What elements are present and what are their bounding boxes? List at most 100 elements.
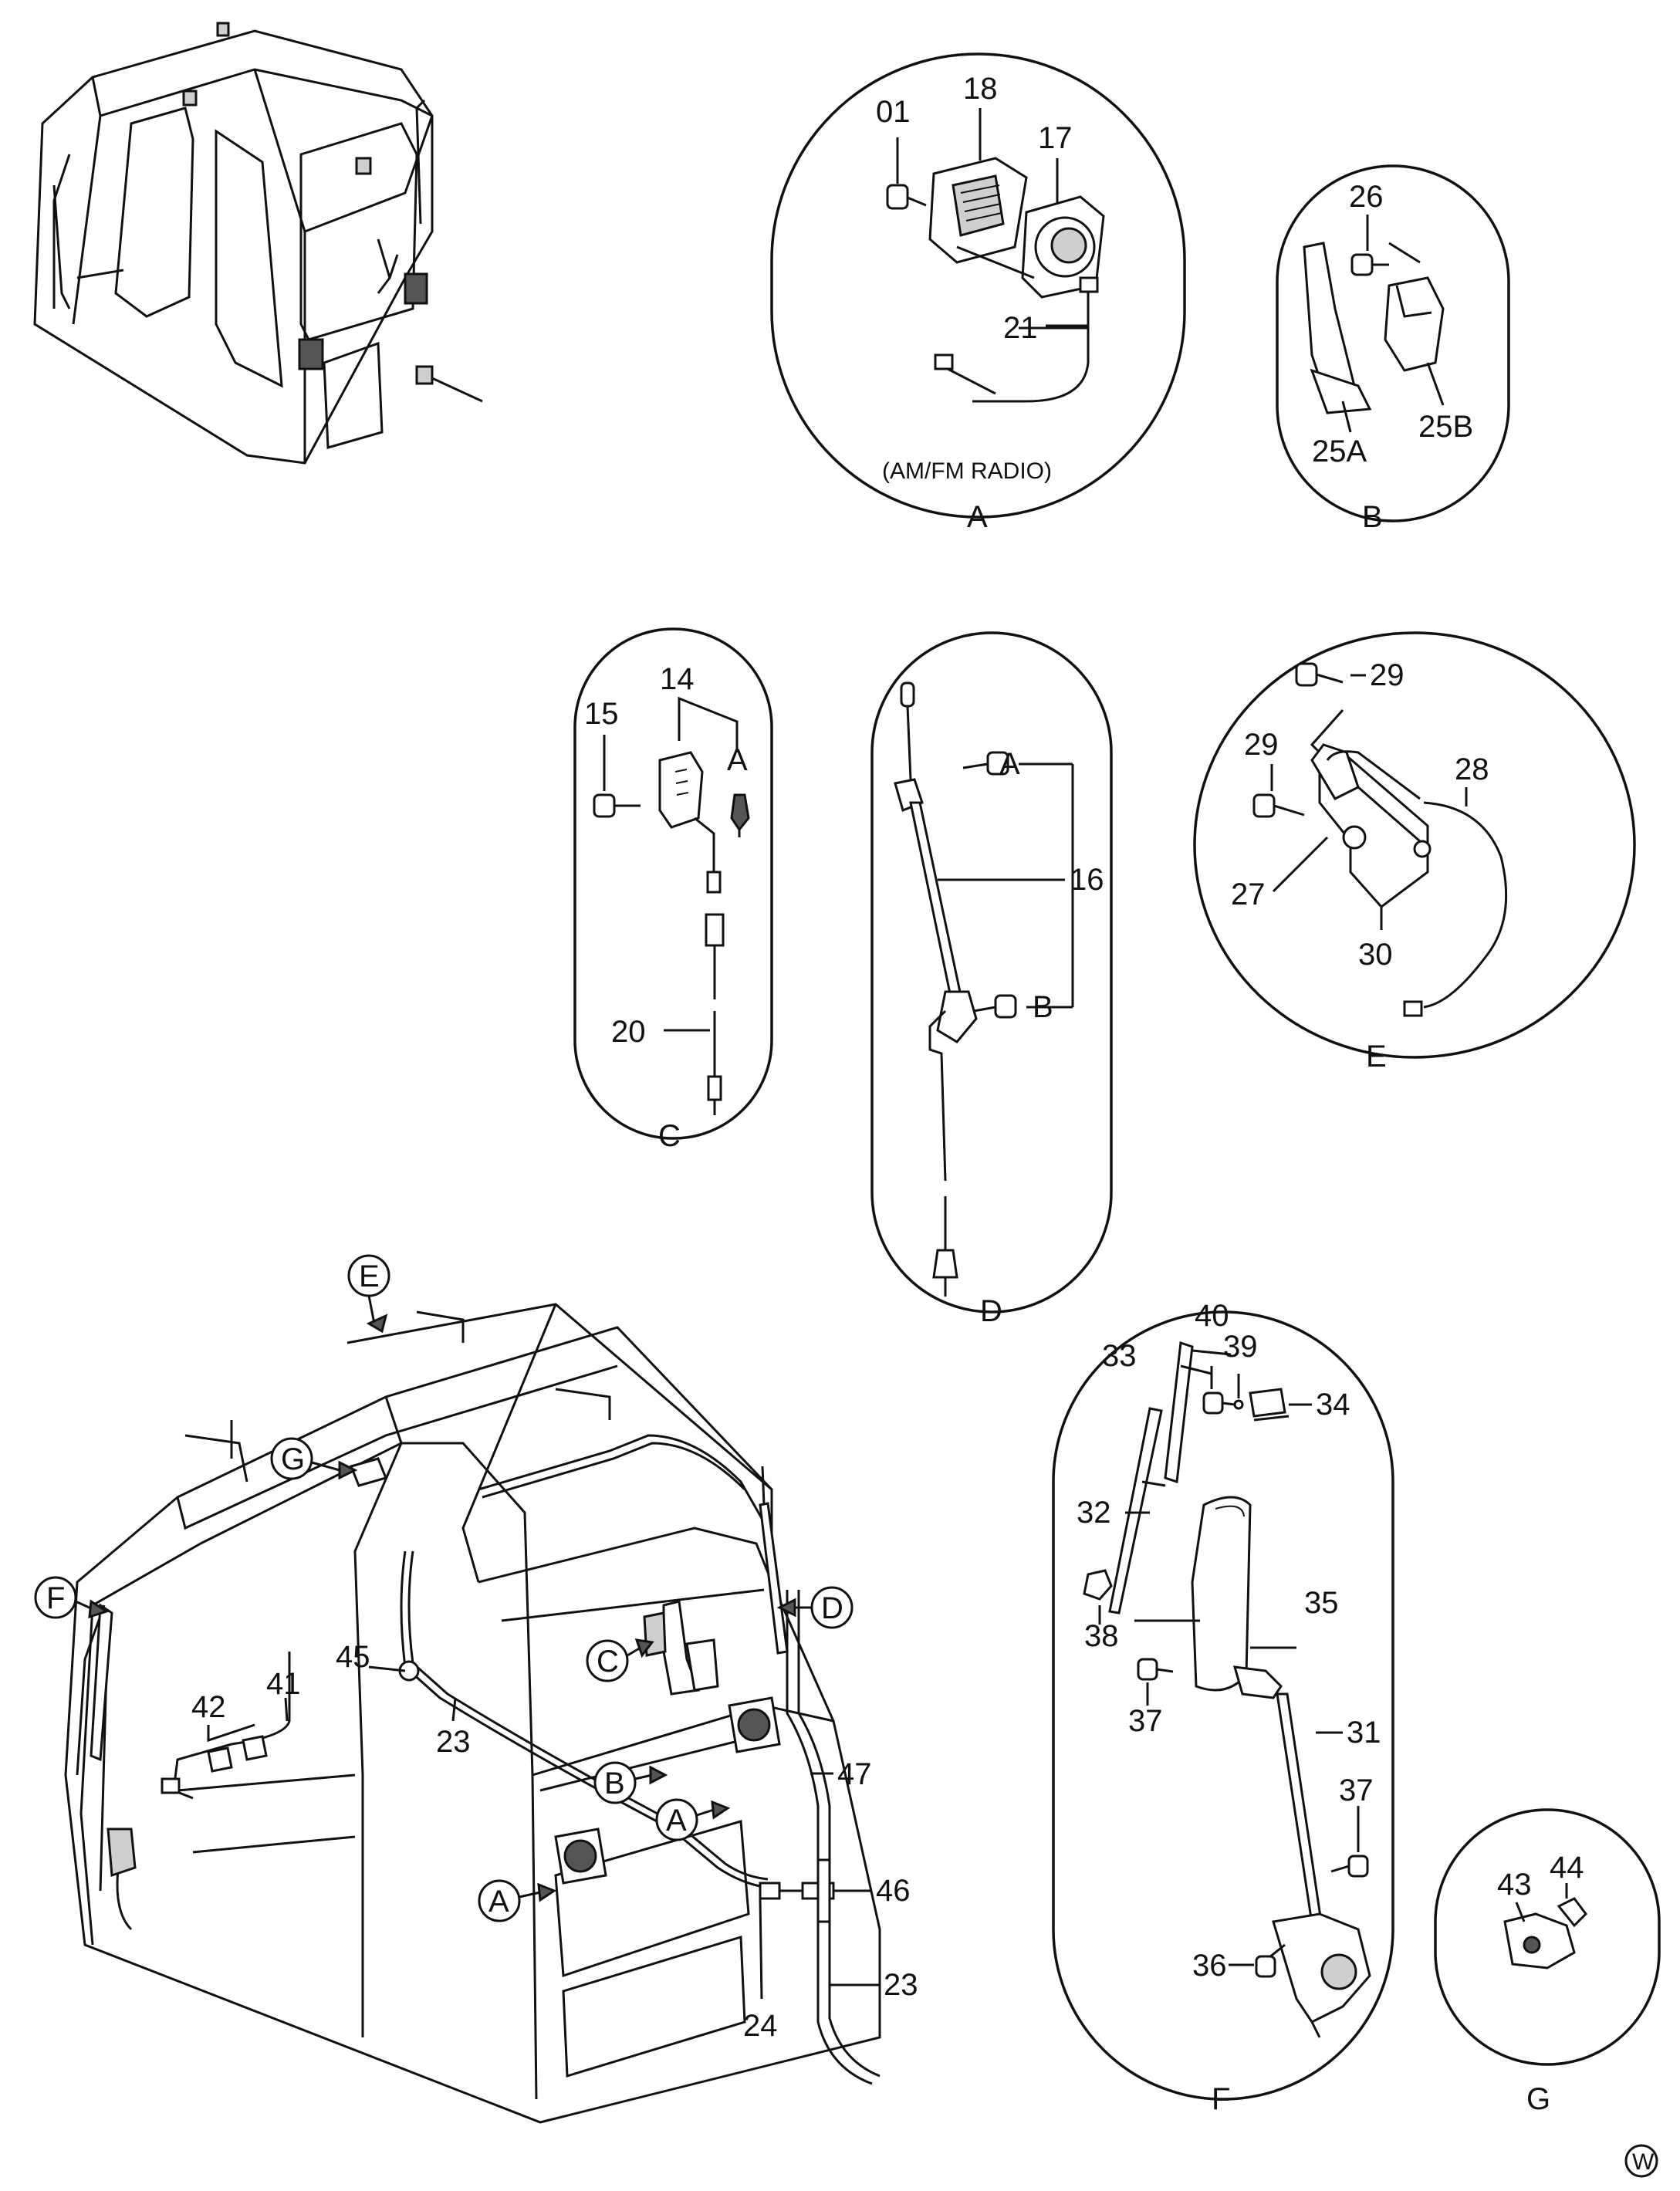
label-18: 18 [963, 72, 998, 106]
label-15: 15 [584, 697, 619, 731]
antenna-16 [894, 681, 978, 1297]
holder-25a [1303, 242, 1372, 414]
label-47: 47 [837, 1757, 872, 1791]
label-45: 45 [336, 1640, 370, 1674]
ref-label-e: E [359, 1259, 380, 1293]
label-37-top: 37 [1128, 1704, 1163, 1738]
ref-label-a-right: A [666, 1804, 687, 1838]
speaker-grille-18 [928, 157, 1028, 264]
bolt-26 [1350, 253, 1389, 276]
label-46: 46 [876, 1874, 911, 1908]
label-14-sub-a: A [727, 743, 748, 777]
ref-label-d: D [821, 1591, 843, 1625]
ref-label-b: B [604, 1767, 625, 1800]
labels: 01 18 17 21 (AM/FM RADIO) A 26 25A 25B B… [46, 72, 1658, 2178]
speaker-cab-left [554, 1828, 607, 1885]
view-label-b: B [1362, 500, 1383, 534]
link-31 [1232, 1665, 1323, 1925]
label-36: 36 [1192, 1949, 1227, 1983]
label-30: 30 [1358, 938, 1393, 972]
view-c [573, 627, 773, 1140]
label-23-lower: 23 [884, 1968, 918, 2002]
cab-main [64, 1303, 881, 2124]
label-16: 16 [1070, 863, 1104, 897]
cable-20 [705, 871, 725, 1115]
corner-mark-circle [1624, 2144, 1658, 2178]
label-41: 41 [266, 1667, 301, 1701]
label-42: 42 [191, 1690, 226, 1724]
label-17: 17 [1038, 121, 1073, 155]
bolt-29-left [1252, 793, 1305, 818]
label-27: 27 [1231, 877, 1266, 911]
wiper-blade-33 [1164, 1341, 1232, 1484]
motor-27 [1310, 743, 1360, 800]
label-26: 26 [1349, 180, 1384, 214]
bolt-37-bottom [1330, 1855, 1369, 1878]
label-35: 35 [1304, 1586, 1339, 1620]
cover-35 [1191, 1496, 1252, 1692]
label-25a: 25A [1312, 434, 1367, 468]
label-31: 31 [1347, 1716, 1381, 1750]
antenna-base-14 [658, 751, 715, 872]
label-28: 28 [1455, 752, 1489, 786]
view-label-a: A [967, 500, 988, 534]
bracket-25b [1384, 276, 1445, 372]
washer-39 [1233, 1399, 1244, 1410]
bolt-36 [1255, 1955, 1276, 1978]
view-a [770, 52, 1186, 519]
connector-14a [730, 793, 750, 837]
label-33: 33 [1102, 1339, 1137, 1373]
clip-42 [207, 1735, 268, 1773]
label-14: 14 [660, 662, 695, 696]
view-g [1434, 1808, 1661, 2066]
label-01: 01 [876, 95, 911, 129]
bolt-d-a [962, 751, 1009, 776]
view-label-c: C [658, 1119, 681, 1153]
corner-mark: W [1632, 2149, 1655, 2175]
bolt-29-top [1295, 662, 1344, 687]
nut-38 [1083, 1569, 1113, 1601]
bolt-37-top [1137, 1658, 1174, 1681]
label-29-top: 29 [1370, 658, 1405, 692]
speaker-17 [1021, 195, 1105, 299]
view-label-e: E [1366, 1040, 1387, 1074]
label-32: 32 [1077, 1496, 1111, 1530]
leader-lines [207, 108, 1568, 2000]
tee-46 [759, 1858, 835, 1923]
view-d [870, 631, 1113, 1314]
wiper-arm-32 [1108, 1407, 1166, 1615]
view-label-f: F [1212, 2082, 1230, 2116]
ref-label-f: F [46, 1581, 65, 1615]
label-43: 43 [1497, 1868, 1532, 1902]
view-label-d: D [980, 1294, 1002, 1328]
bolt-15 [593, 793, 641, 818]
ref-label-g: G [281, 1442, 305, 1476]
bolt-40 [1202, 1391, 1235, 1415]
label-29-left: 29 [1244, 728, 1279, 762]
view-e [1193, 631, 1636, 1059]
label-21: 21 [1003, 311, 1038, 345]
label-20: 20 [611, 1015, 646, 1049]
label-23-upper: 23 [436, 1725, 471, 1759]
view-b [1276, 164, 1510, 522]
view-f [1052, 1310, 1394, 2101]
motor-36 [1265, 1912, 1371, 2038]
label-24: 24 [743, 2009, 778, 2043]
bolt-d-b [973, 994, 1017, 1019]
label-d-b: B [1033, 990, 1053, 1024]
view-label-g: G [1526, 2082, 1550, 2116]
nozzle-cab [349, 1457, 388, 1487]
label-38: 38 [1084, 1619, 1119, 1653]
label-44: 44 [1550, 1851, 1584, 1885]
ref-label-c: C [597, 1645, 619, 1679]
nozzle-34 [1249, 1388, 1286, 1418]
holder-cab [662, 1600, 719, 1696]
label-39: 39 [1223, 1330, 1258, 1364]
bolt-01 [886, 184, 927, 210]
cable-21 [934, 276, 1099, 403]
washer-nozzle-43-44 [1503, 1897, 1587, 1970]
speaker-cab-right [728, 1696, 781, 1753]
harness-28 [1326, 750, 1508, 1017]
cab-overview-small [33, 22, 483, 465]
label-d-a: A [999, 747, 1020, 781]
